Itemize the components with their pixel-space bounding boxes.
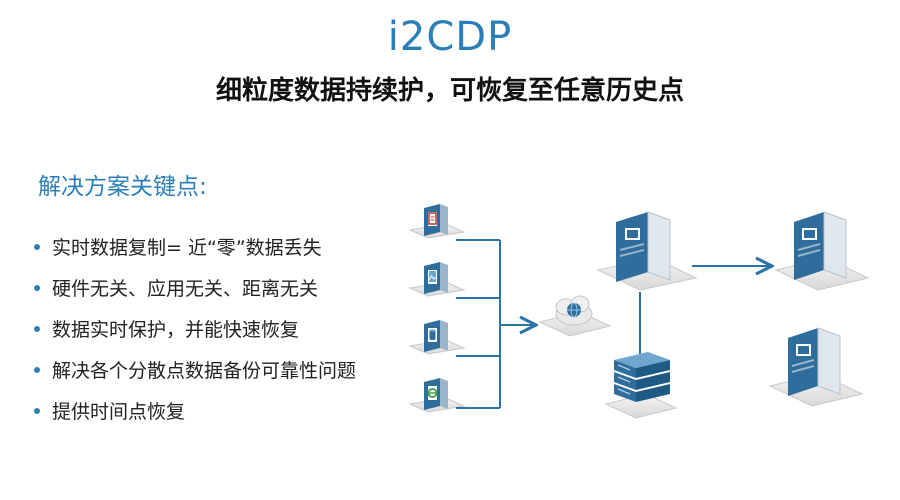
- bullet-icon: [34, 366, 40, 373]
- list-item: 解决各个分散点数据备份可靠性问题: [34, 351, 356, 392]
- list-item: 硬件无关、应用无关、距离无关: [34, 269, 356, 310]
- list-item-text: 解决各个分散点数据备份可靠性问题: [52, 360, 357, 382]
- bullet-icon: [34, 284, 40, 291]
- database-icon: [429, 329, 436, 340]
- source-server-2: [408, 262, 466, 297]
- document-icon: [428, 212, 437, 225]
- page-subtitle: 细粒度数据持续护，可恢复至任意历史点: [215, 76, 684, 106]
- server-monitor-icon: [797, 228, 821, 257]
- server-monitor-icon: [791, 344, 815, 373]
- key-points-list: 实时数据复制= 近“零”数据丢失 硬件无关、应用无关、距离无关 数据实时保护，并…: [34, 228, 356, 433]
- list-item-text: 硬件无关、应用无关、距离无关: [52, 278, 319, 300]
- source-server-4: [408, 378, 466, 413]
- source-server-1: [408, 204, 466, 239]
- browser-e-icon: [427, 388, 438, 398]
- target-server: [774, 211, 870, 291]
- main-server: [596, 211, 698, 291]
- source-connector-lines: [456, 239, 534, 409]
- server-monitor-icon: [619, 228, 645, 257]
- cloud-network-icon: [555, 295, 593, 326]
- list-item: 数据实时保护，并能快速恢复: [34, 310, 356, 351]
- list-item-text: 实时数据复制= 近“零”数据丢失: [52, 237, 322, 259]
- bullet-icon: [34, 243, 40, 250]
- page-title: i2CDP: [387, 14, 513, 60]
- bullet-icon: [34, 325, 40, 332]
- bullet-icon: [34, 407, 40, 414]
- list-item: 提供时间点恢复: [34, 392, 356, 433]
- list-item: 实时数据复制= 近“零”数据丢失: [34, 228, 356, 269]
- list-item-text: 提供时间点恢复: [52, 401, 186, 423]
- standby-server: [768, 327, 864, 407]
- storage-array: [604, 352, 678, 419]
- section-heading: 解决方案关键点:: [38, 174, 207, 200]
- image-icon: [428, 271, 437, 282]
- cloud-network-node: [538, 295, 612, 337]
- list-item-text: 数据实时保护，并能快速恢复: [52, 319, 300, 341]
- storage-array-icon: [614, 352, 670, 402]
- source-server-3: [408, 320, 466, 355]
